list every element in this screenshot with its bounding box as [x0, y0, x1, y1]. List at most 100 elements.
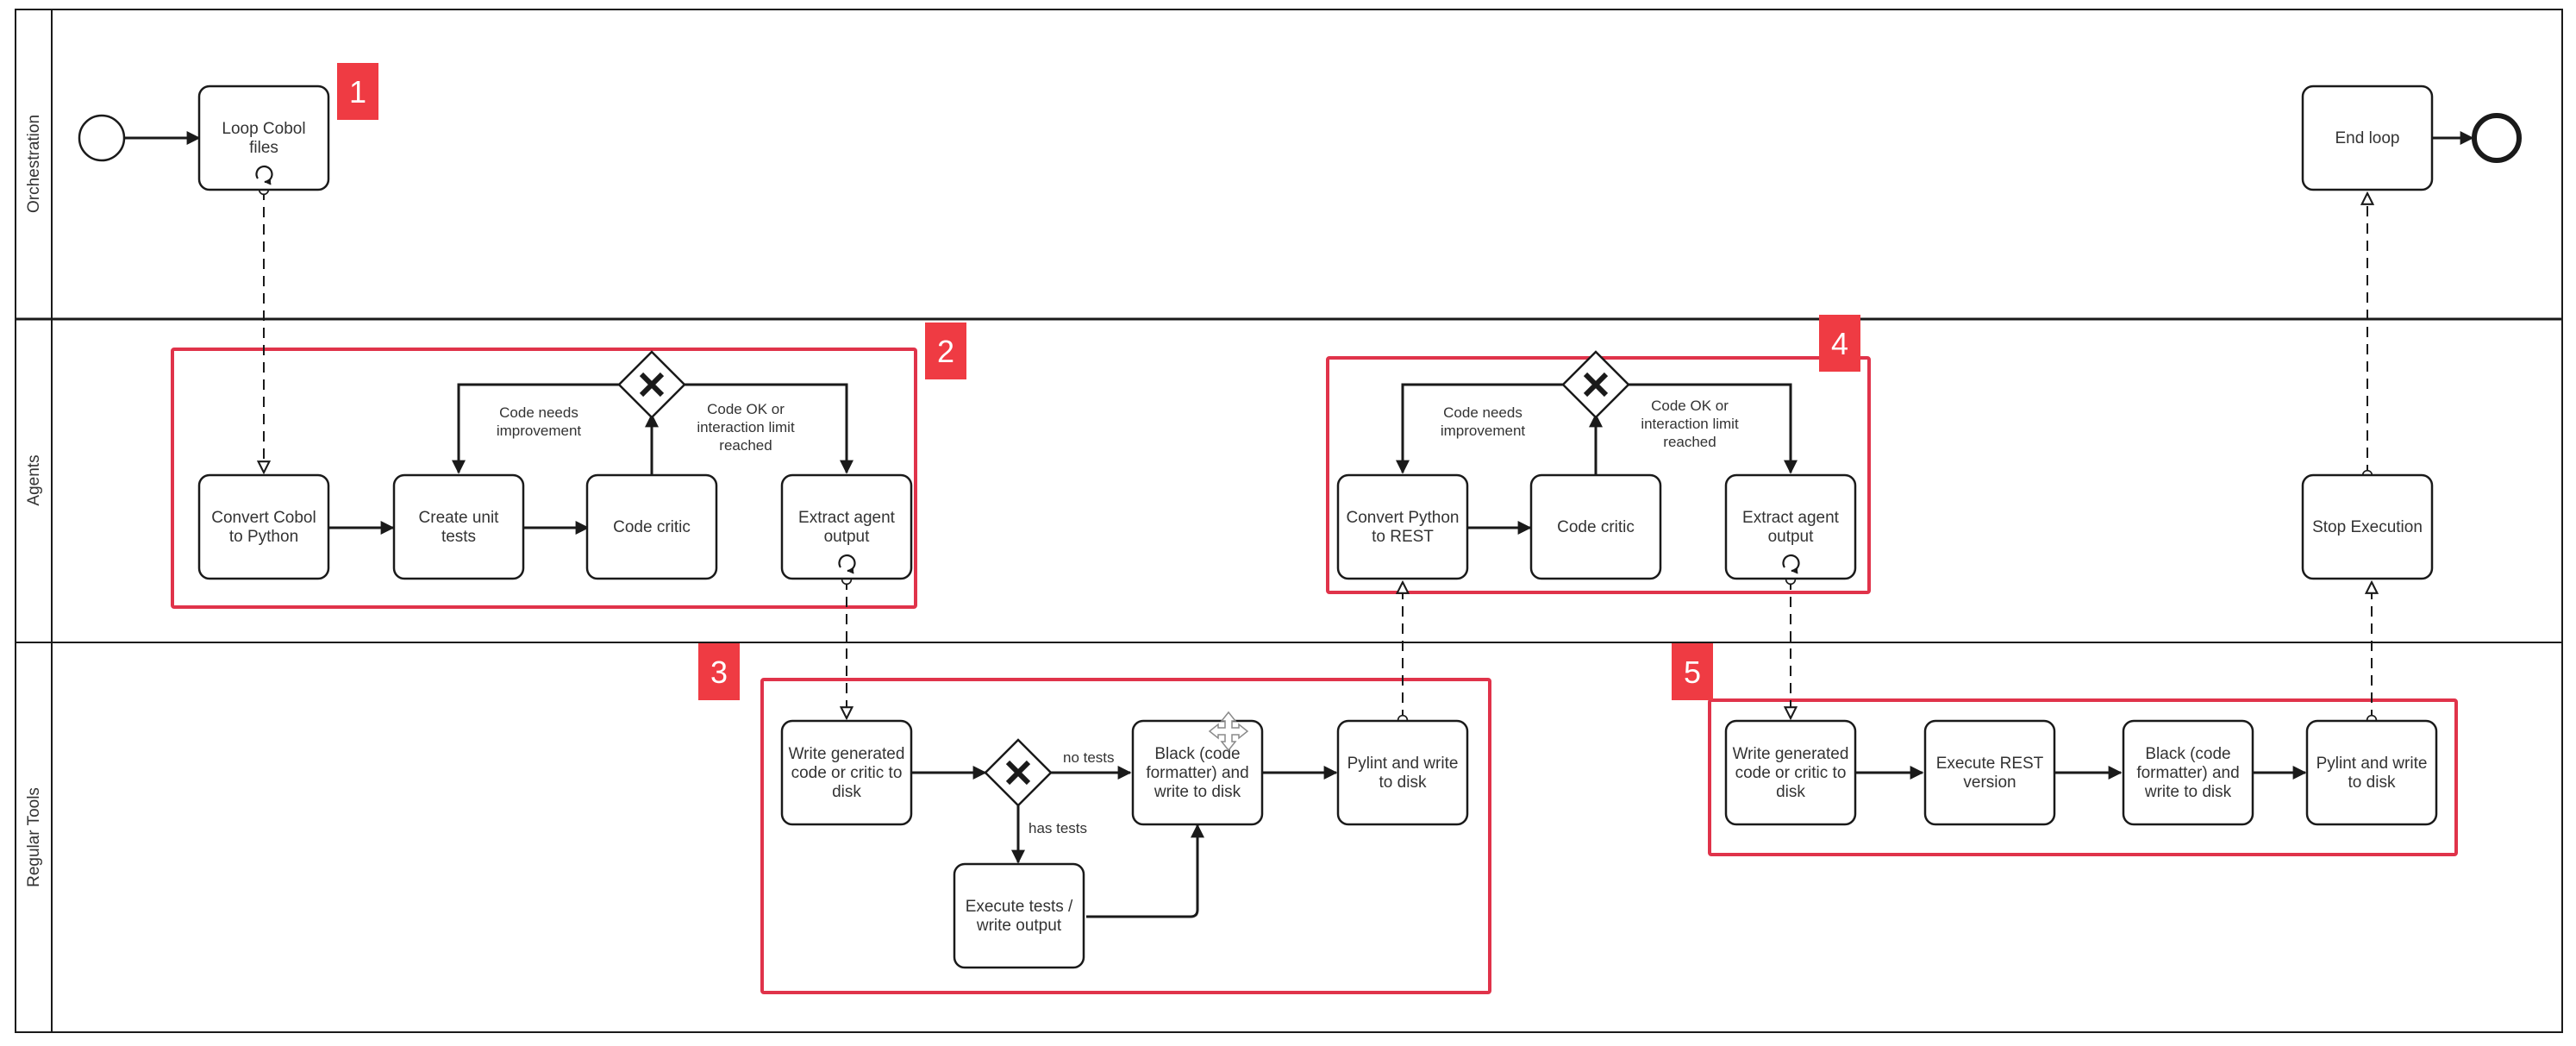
edge-label-line: Code needs	[1443, 404, 1522, 421]
task-label-line: disk	[1776, 783, 1805, 801]
gateway-1[interactable]	[617, 350, 686, 419]
gateway-2[interactable]	[1561, 350, 1630, 419]
task-code-critic-1[interactable]: Code critic	[585, 473, 718, 580]
edge-label-line: improvement	[497, 423, 582, 439]
task-label-line: Extract agent	[798, 509, 896, 527]
label-no-tests: no tests	[1063, 749, 1115, 766]
flow-gateway-2-to-extract	[1628, 383, 1798, 474]
task-label-line: output	[1768, 528, 1815, 546]
edge-label-line: interaction limit	[697, 419, 795, 435]
task-label-line: Execute tests /	[966, 898, 1073, 916]
exclusive-gateway-x-icon	[639, 372, 665, 398]
task-label-line: Stop Execution	[2312, 518, 2423, 536]
task-label-line: Code critic	[613, 518, 691, 536]
group-5-box	[1708, 698, 2458, 856]
label-code-needs-improvement-2: Code needs improvement	[1441, 404, 1526, 439]
svg-text:5: 5	[1684, 655, 1701, 690]
exclusive-gateway-x-icon	[1583, 372, 1609, 398]
task-label-line: Write generated	[789, 745, 905, 763]
edge-label-line: reached	[719, 437, 772, 454]
lane-label-regular-tools: Regular Tools	[25, 787, 43, 887]
label-code-ok-1: Code OK or interaction limit reached	[697, 401, 795, 454]
sequence-flows	[125, 131, 2474, 918]
task-label-line: to REST	[1372, 528, 1434, 546]
task-label-line: version	[1963, 774, 2016, 792]
task-label-line: Extract agent	[1742, 509, 1840, 527]
task-label-line: Black (code	[1154, 745, 1240, 763]
svg-text:4: 4	[1831, 326, 1848, 361]
highlight-groups	[171, 348, 2458, 994]
start-event[interactable]	[78, 114, 126, 162]
task-stop-execution[interactable]: Stop Execution	[2301, 473, 2434, 580]
task-label-line: code or critic to	[791, 764, 903, 782]
flow-gateway-2-to-convert-rest	[1396, 383, 1564, 474]
task-label-line: Code critic	[1557, 518, 1635, 536]
task-end-loop[interactable]: End loop	[2301, 85, 2434, 191]
loop-marker-icon	[255, 165, 273, 185]
end-event[interactable]	[2472, 113, 2522, 163]
edge-label-line: improvement	[1441, 423, 1526, 439]
task-label-line: write to disk	[2144, 783, 2232, 801]
task-label-line: to disk	[2348, 774, 2396, 792]
lane-label-orchestration: Orchestration	[25, 115, 43, 213]
edge-label-line: Code needs	[499, 404, 578, 421]
task-execute-tests[interactable]: Execute tests /write output	[953, 862, 1085, 969]
flow-exec-tests-to-black	[1086, 824, 1204, 918]
group-2-box	[171, 348, 917, 609]
label-has-tests: has tests	[1029, 820, 1087, 836]
edge-label-line: interaction limit	[1641, 416, 1739, 432]
task-label-line: formatter) and	[2136, 764, 2239, 782]
flow-gateway-1-to-create-tests	[452, 383, 620, 474]
edge-label-line: Code OK or	[1651, 398, 1729, 414]
gateway-3[interactable]	[984, 738, 1053, 807]
label-code-ok-2: Code OK or interaction limit reached	[1641, 398, 1739, 450]
badge-4: 4	[1819, 315, 1860, 372]
task-label-line: code or critic to	[1735, 764, 1847, 782]
svg-text:Stop Execution: Stop Execution	[2312, 518, 2423, 536]
svg-text:3: 3	[710, 655, 728, 690]
flow-gateway-1-to-extract	[684, 383, 853, 474]
task-label-line: Loop Cobol	[222, 120, 305, 138]
svg-text:Execute tests /write output: Execute tests /write output	[966, 898, 1073, 935]
task-label-line: formatter) and	[1146, 764, 1248, 782]
task-label-line: Pylint and write	[2317, 755, 2428, 773]
badge-1: 1	[337, 63, 378, 120]
task-label-line: End loop	[2335, 129, 2399, 147]
edge-label-line: Code OK or	[707, 401, 785, 417]
move-cursor-icon	[1208, 711, 1249, 752]
loop-marker-icon	[838, 554, 856, 574]
task-code-critic-2[interactable]: Code critic	[1529, 473, 1662, 580]
lane-label-agents: Agents	[25, 454, 43, 505]
badge-3: 3	[698, 643, 740, 700]
edge-label-line: reached	[1663, 434, 1716, 450]
message-flows	[264, 190, 2372, 720]
task-label-line: Execute REST	[1936, 755, 2044, 773]
task-label-line: Write generated	[1733, 745, 1849, 763]
task-label-line: files	[249, 139, 278, 157]
task-label-line: Convert Python	[1347, 509, 1460, 527]
